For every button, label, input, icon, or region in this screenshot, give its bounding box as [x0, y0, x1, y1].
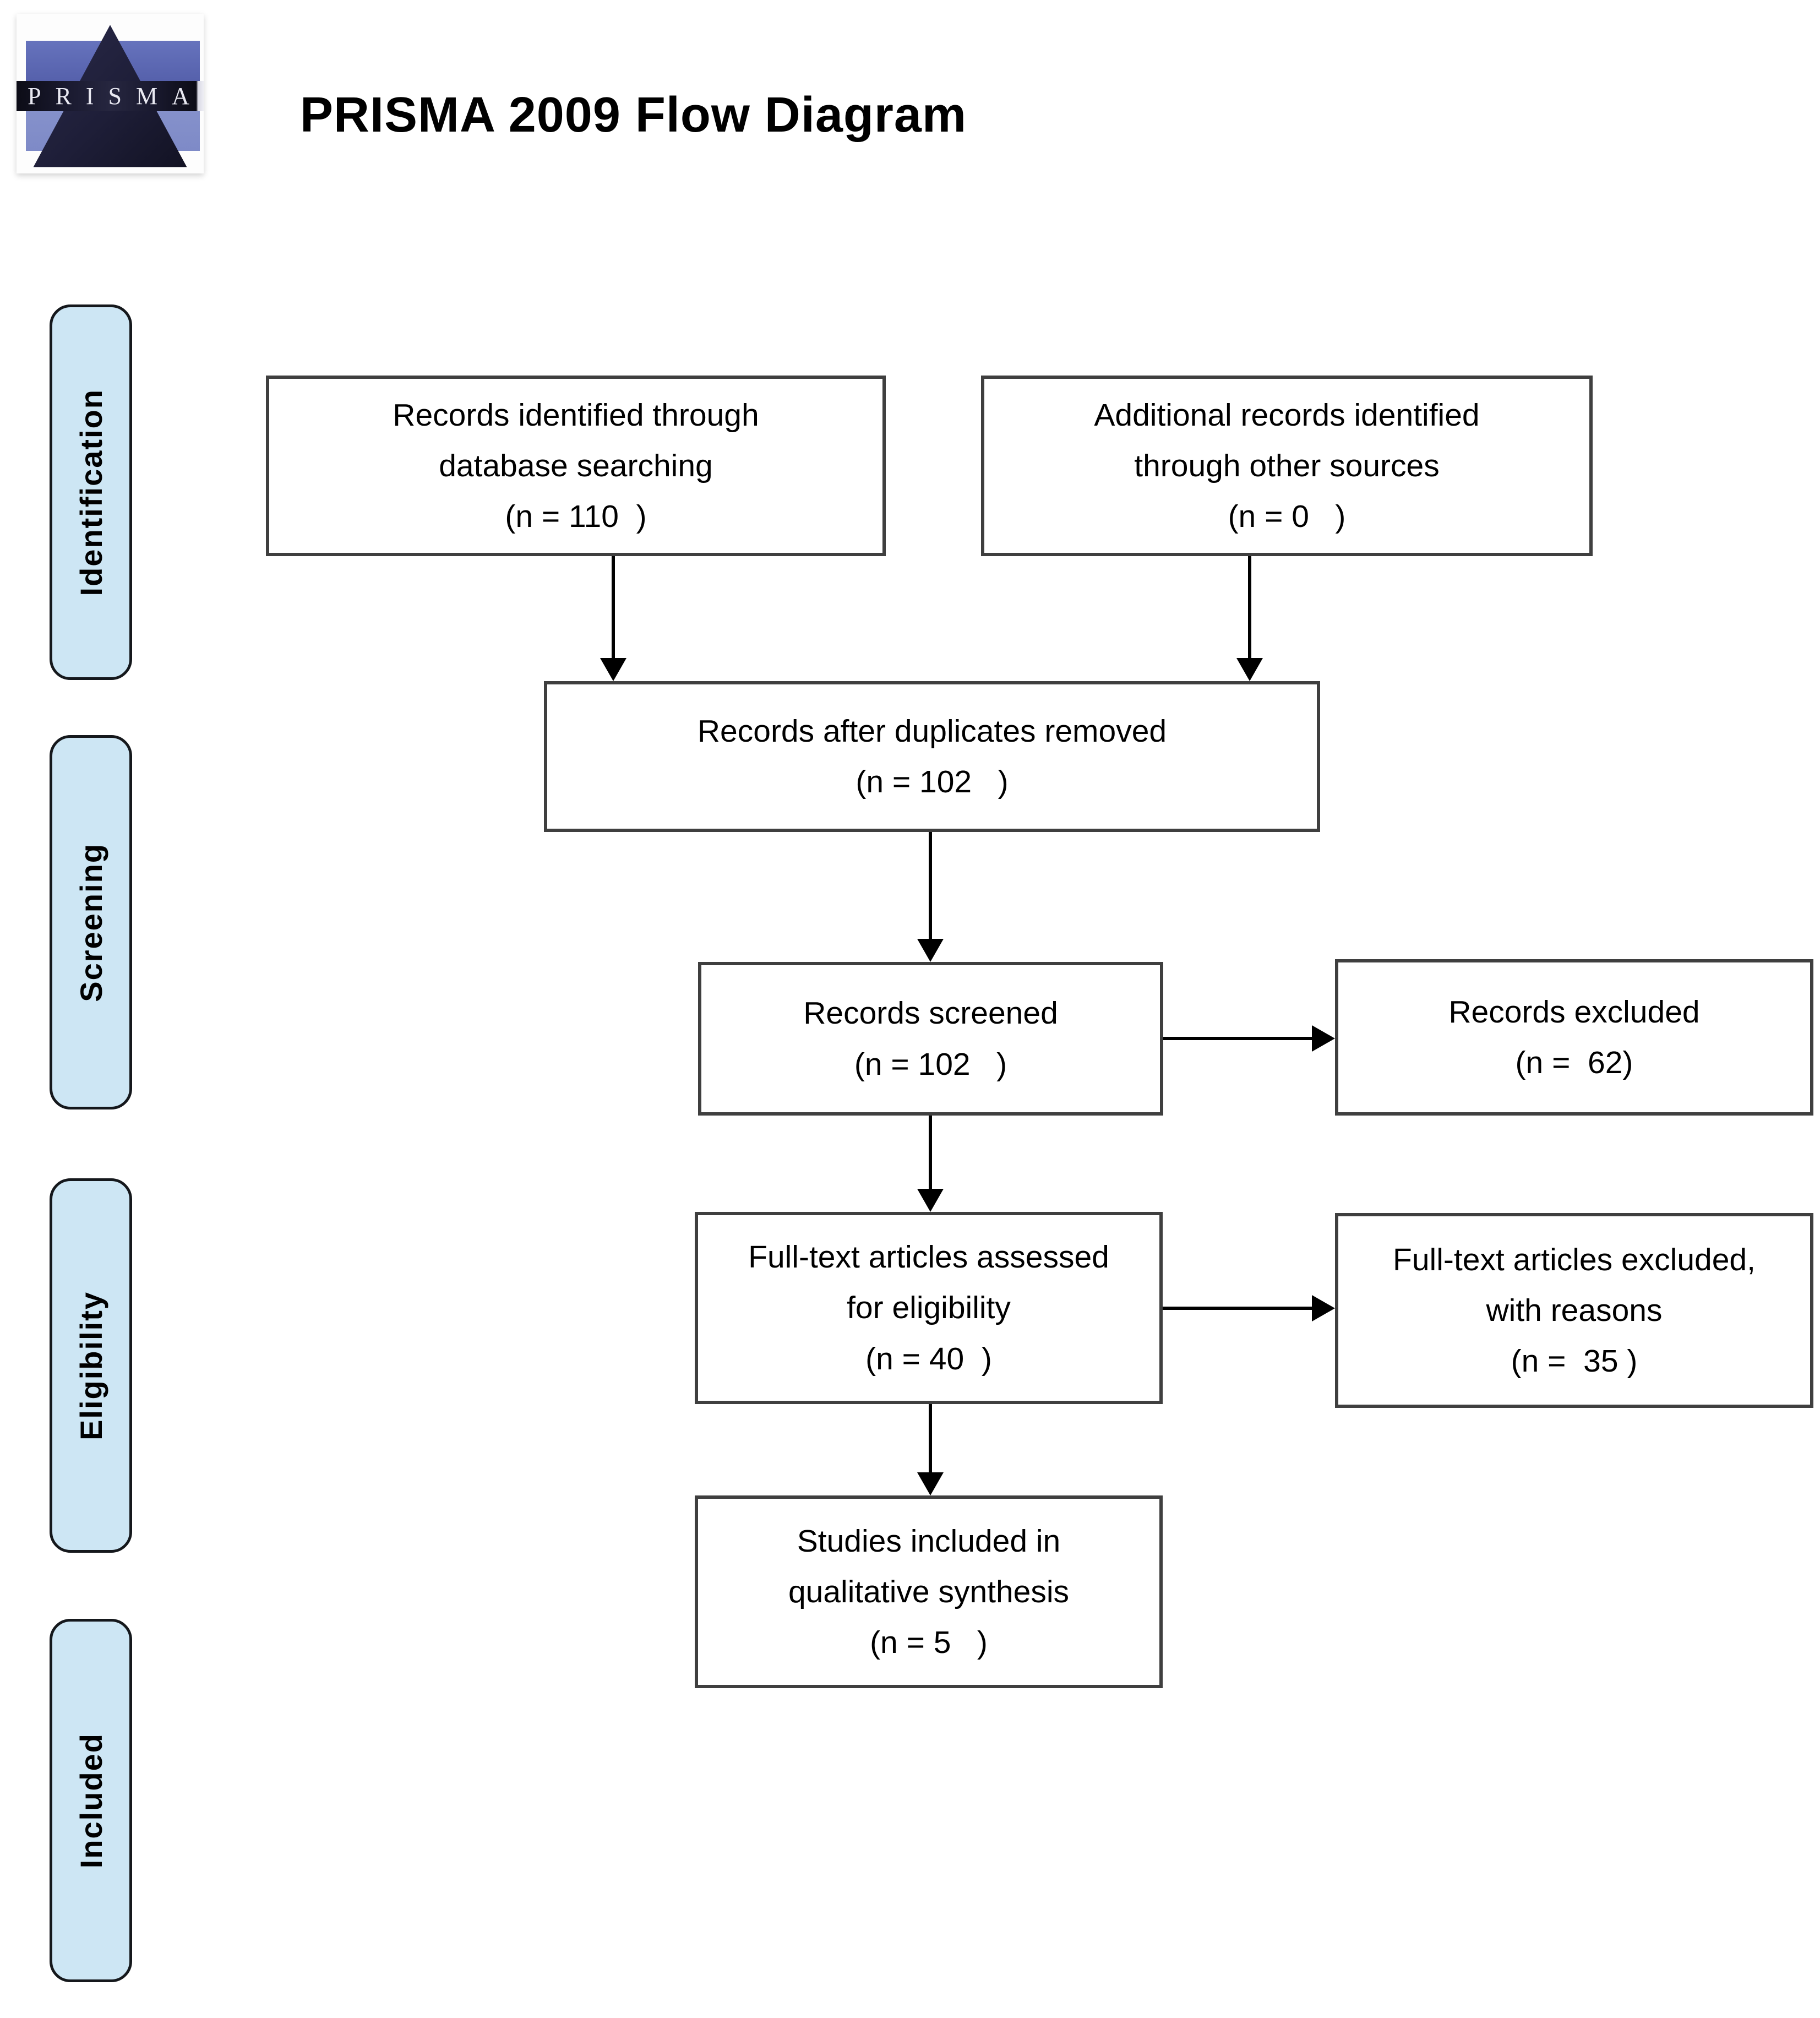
- arrow-right-screened-to-excluded-icon: [1163, 1025, 1335, 1052]
- flow-box-text: Full-text articles excluded, with reason…: [1393, 1242, 1756, 1379]
- flow-box-text: Records screened (n = 102 ): [803, 996, 1058, 1082]
- flow-box-records-excluded: Records excluded (n = 62): [1335, 959, 1813, 1116]
- flow-box-fulltext-excluded: Full-text articles excluded, with reason…: [1335, 1213, 1813, 1408]
- logo-stripe: PRISMA: [17, 80, 204, 111]
- flow-box-records-screened: Records screened (n = 102 ): [698, 962, 1163, 1116]
- arrow-head: [917, 1472, 944, 1495]
- arrow-shaft: [929, 832, 932, 941]
- arrow-down-fulltext-to-studies-icon: [917, 1404, 944, 1495]
- arrow-shaft: [1248, 556, 1251, 660]
- stage-label-identification: Identification: [73, 388, 108, 596]
- stage-label-eligibility: Eligibility: [73, 1291, 108, 1440]
- arrow-head: [917, 939, 944, 962]
- flow-box-fulltext-assessed: Full-text articles assessed for eligibil…: [695, 1212, 1163, 1404]
- prisma-logo: PRISMA: [17, 14, 204, 173]
- arrow-head: [600, 658, 626, 681]
- arrow-shaft: [929, 1404, 932, 1475]
- logo-wordmark: PRISMA: [28, 82, 204, 110]
- arrow-shaft: [1163, 1307, 1314, 1310]
- flow-box-studies-included: Studies included in qualitative synthesi…: [695, 1495, 1163, 1688]
- arrow-down-identified-to-duplicates-icon: [600, 556, 626, 681]
- stage-label-screening: Screening: [73, 842, 108, 1002]
- flow-box-text: Records excluded (n = 62): [1448, 994, 1700, 1080]
- flow-box-records-identified: Records identified through database sear…: [266, 376, 886, 556]
- arrow-head: [917, 1189, 944, 1212]
- arrow-right-fulltext-to-ftexcluded-icon: [1163, 1295, 1335, 1321]
- arrow-shaft: [612, 556, 615, 660]
- flow-box-text: Records identified through database sear…: [393, 397, 759, 535]
- stage-label-included: Included: [73, 1732, 108, 1869]
- arrow-head: [1236, 658, 1263, 681]
- arrow-shaft: [929, 1116, 932, 1191]
- arrow-head: [1312, 1025, 1335, 1052]
- arrow-head: [1312, 1295, 1335, 1321]
- arrow-down-screened-to-fulltext-icon: [917, 1116, 944, 1212]
- stage-band-eligibility: Eligibility: [50, 1178, 132, 1553]
- flow-box-after-duplicates: Records after duplicates removed (n = 10…: [544, 681, 1320, 832]
- stage-band-screening: Screening: [50, 735, 132, 1109]
- flow-box-text: Records after duplicates removed (n = 10…: [697, 713, 1167, 799]
- flow-box-text: Additional records identified through ot…: [1094, 397, 1480, 535]
- stage-band-included: Included: [50, 1619, 132, 1982]
- page-title: PRISMA 2009 Flow Diagram: [300, 88, 967, 143]
- arrow-down-duplicates-to-screened-icon: [917, 832, 944, 962]
- stage-band-identification: Identification: [50, 304, 132, 680]
- flow-box-additional-records: Additional records identified through ot…: [981, 376, 1593, 556]
- arrow-down-additional-to-duplicates-icon: [1236, 556, 1263, 681]
- flow-box-text: Full-text articles assessed for eligibil…: [748, 1239, 1109, 1377]
- flow-box-text: Studies included in qualitative synthesi…: [788, 1523, 1070, 1661]
- arrow-shaft: [1163, 1037, 1314, 1040]
